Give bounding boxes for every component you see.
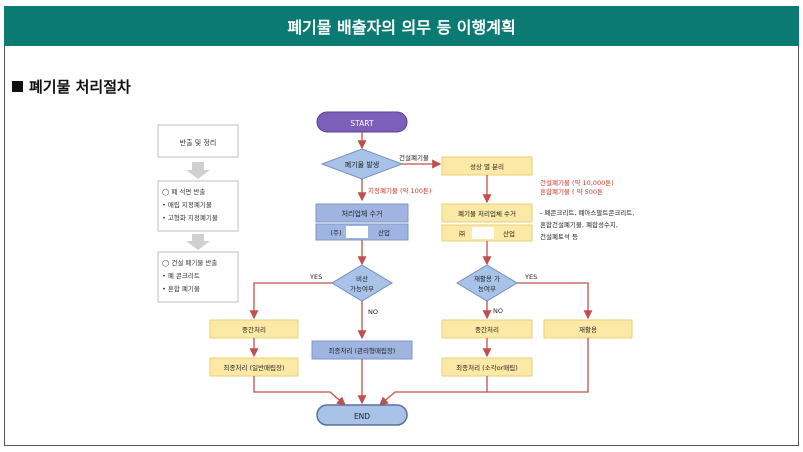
end-terminal — [316, 404, 408, 426]
yes-label-right: YES — [524, 273, 537, 281]
left-box-2-line2: • 매립 지정폐기물 — [162, 200, 212, 209]
section-heading: 폐기물 처리절차 — [12, 76, 131, 97]
box-collect2-company-suffix: 산업 — [503, 229, 515, 238]
left-box-2-line3: • 고형화 지정폐기물 — [162, 213, 218, 222]
note-line2: 혼합건설폐기물, 폐합성수지, — [540, 220, 618, 229]
no-label: NO — [368, 308, 378, 316]
arrow — [517, 282, 593, 320]
box-separate-label: 성상 별 분리 — [470, 162, 504, 171]
note-line1: - 폐콘크리트, 폐아스팔트콘크리트, — [540, 208, 634, 217]
box-collect2-label: 폐기물 처리업체 수거 — [458, 209, 516, 218]
decision-sorting-line1: 비산 — [356, 274, 368, 283]
box-collect-company-prefix: (주) — [330, 229, 341, 237]
box-mid-right-label: 중간처리 — [475, 325, 499, 334]
left-box-3-line3: • 혼합 폐기물 — [162, 284, 200, 293]
note-line3: 건설폐토석 등 — [540, 232, 578, 241]
banner-title: 폐기물 배출자의 의무 등 이행계획 — [287, 18, 516, 37]
decision-recyclable-line1: 재활용 가 — [474, 274, 500, 283]
left-box-3 — [157, 251, 239, 303]
left-box-2-line1: ◯ 폐 석면 반출 — [162, 187, 205, 196]
decision-waste-label: 폐기물 발생 — [345, 160, 379, 169]
amount-construction: 건설폐기물 (약 10,000톤) — [540, 178, 614, 187]
left-box-2 — [157, 180, 239, 232]
left-box-3-line1: ◯ 건설 폐기물 반출 — [162, 258, 217, 267]
redacted-block — [472, 227, 494, 239]
box-collect2 — [441, 203, 533, 223]
arrow — [249, 282, 332, 320]
label-construction: 건설폐기물 — [399, 153, 429, 162]
box-mid-left-label: 중간처리 — [242, 325, 266, 334]
label-designated: 지정폐기물 (약 100톤) — [368, 186, 431, 195]
box-collect — [315, 203, 409, 223]
box-collect2-company-prefix: ㈜ — [459, 229, 466, 238]
yes-label: YES — [309, 273, 322, 281]
redacted-block — [346, 226, 368, 238]
box-recycle-label: 재활용 — [579, 325, 597, 334]
left-box-3-line2: • 폐 콘크리트 — [162, 271, 200, 280]
arrow — [487, 338, 589, 393]
decision-recyclable-line2: 능여부 — [478, 284, 496, 293]
box-final-right-label: 최종처리 (소각or매립) — [456, 363, 518, 372]
left-box-1 — [157, 124, 239, 158]
amount-mixed: 혼합폐기물 ( 약 500톤 — [540, 187, 603, 196]
decision-sorting — [331, 264, 393, 302]
box-collect-label: 처리업체 수거 — [342, 209, 383, 218]
section-title: 폐기물 처리절차 — [29, 78, 131, 96]
end-label: END — [354, 412, 370, 421]
box-final-left-label: 최종처리 (일반매립장) — [224, 363, 285, 372]
square-bullet-icon — [12, 81, 23, 92]
left-box-1-text: 반출 및 정리 — [180, 138, 217, 147]
decision-recyclable — [456, 264, 518, 302]
down-arrow-icon — [186, 234, 210, 250]
arrow — [379, 376, 488, 406]
box-final-center-label: 최종처리 (관리형매립장) — [329, 346, 396, 355]
banner: 폐기물 배출자의 의무 등 이행계획 — [4, 6, 799, 46]
left-column: 반출 및 정리 ◯ 폐 석면 반출 • 매립 지정폐기물 • 고형화 지정폐기물… — [157, 124, 239, 303]
box-collect-company-suffix: 산업 — [378, 228, 390, 237]
start-label: START — [350, 119, 374, 128]
no-label-right: NO — [493, 307, 503, 315]
decision-sorting-line2: 가능여부 — [350, 284, 374, 293]
arrow — [253, 376, 346, 406]
down-arrow-icon — [186, 162, 210, 179]
